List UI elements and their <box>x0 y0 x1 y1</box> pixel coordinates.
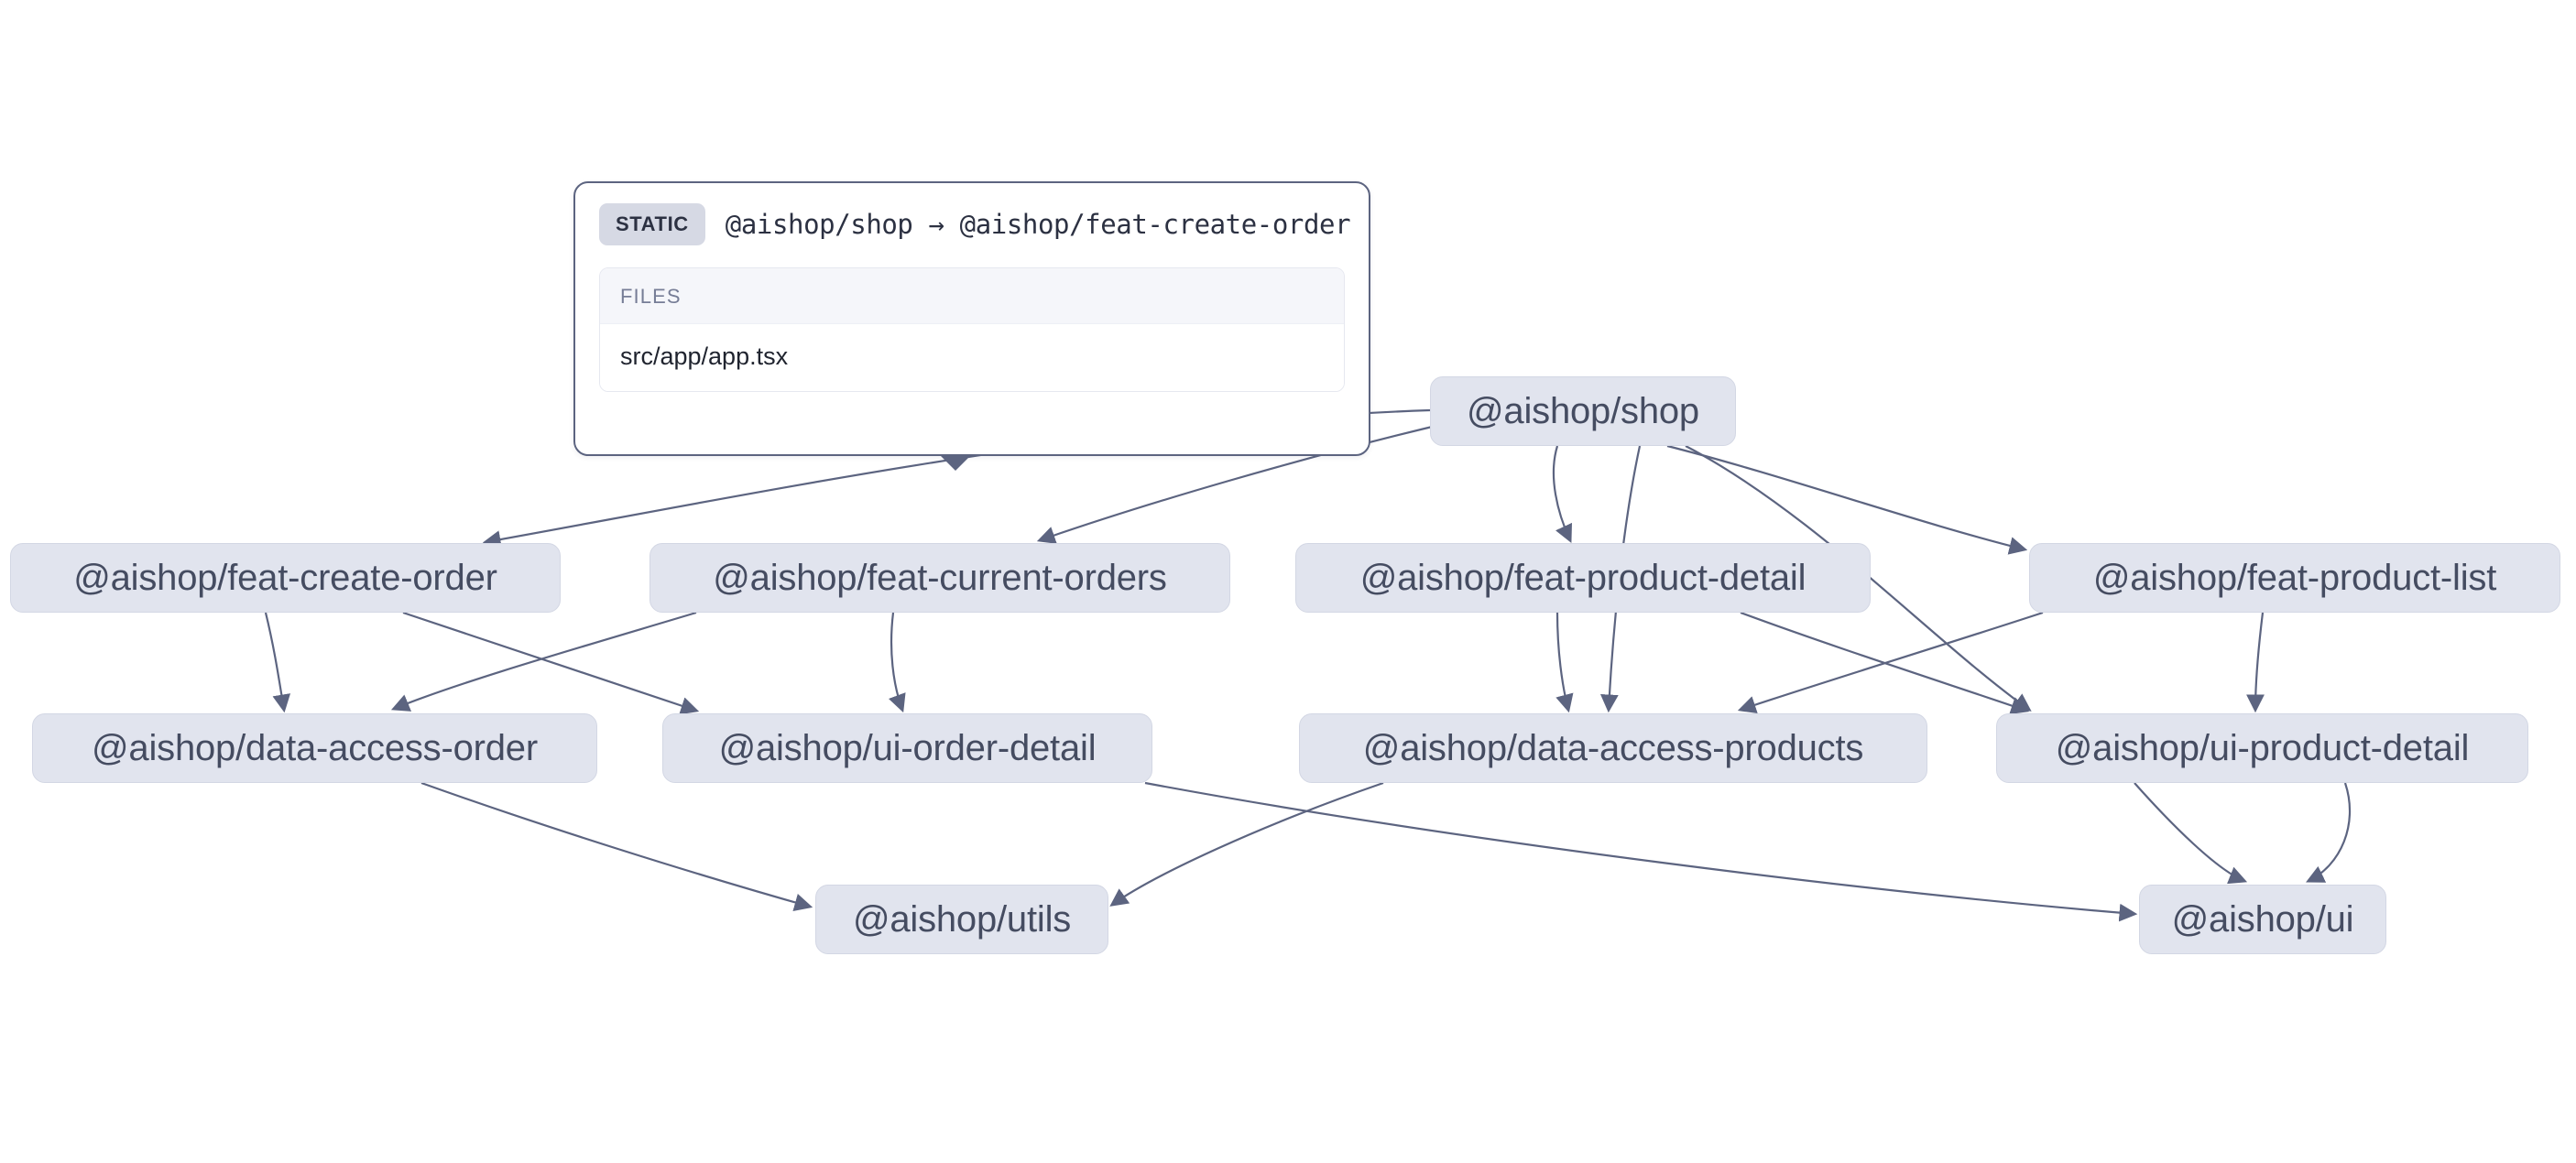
graph-node-label: @aishop/utils <box>852 898 1072 940</box>
graph-node-label: @aishop/feat-product-detail <box>1359 557 1806 598</box>
graph-node-data-access-order[interactable]: @aishop/data-access-order <box>32 713 597 783</box>
graph-node-label: @aishop/data-access-products <box>1362 727 1864 768</box>
files-panel: FILES src/app/app.tsx <box>599 267 1345 392</box>
file-row[interactable]: src/app/app.tsx <box>600 324 1344 391</box>
edge-type-badge: STATIC <box>599 203 705 245</box>
graph-node-label: @aishop/feat-product-list <box>2092 557 2497 598</box>
graph-edge-feat-product-list-to-ui-product-detail[interactable] <box>2246 612 2265 713</box>
tooltip-pointer-icon <box>939 454 972 471</box>
graph-node-ui-product-detail[interactable]: @aishop/ui-product-detail <box>1996 713 2528 783</box>
graph-node-label: @aishop/ui-order-detail <box>718 727 1097 768</box>
files-panel-header: FILES <box>600 268 1344 324</box>
graph-edge-feat-create-order-to-data-access-order[interactable] <box>264 612 291 713</box>
graph-node-feat-create-order[interactable]: @aishop/feat-create-order <box>10 543 561 613</box>
graph-node-label: @aishop/feat-create-order <box>73 557 497 598</box>
graph-node-label: @aishop/ui <box>2171 898 2354 940</box>
graph-edge-feat-create-order-to-ui-order-detail[interactable] <box>402 611 700 715</box>
graph-edge-ui-order-detail-to-ui[interactable] <box>1144 781 2138 922</box>
edge-title: @aishop/shop → @aishop/feat-create-order <box>725 209 1351 240</box>
graph-edge-ui-product-detail-to-ui[interactable] <box>2134 782 2248 885</box>
graph-edge-feat-product-list-to-data-access-products[interactable] <box>1737 611 2044 714</box>
files-list: src/app/app.tsx <box>600 324 1344 391</box>
graph-node-label: @aishop/ui-product-detail <box>2055 727 2470 768</box>
graph-node-label: @aishop/data-access-order <box>92 727 538 768</box>
tooltip-header: STATIC @aishop/shop → @aishop/feat-creat… <box>599 203 1351 245</box>
edge-detail-tooltip[interactable]: STATIC @aishop/shop → @aishop/feat-creat… <box>573 181 1370 456</box>
graph-node-feat-current-orders[interactable]: @aishop/feat-current-orders <box>649 543 1230 613</box>
graph-node-data-access-products[interactable]: @aishop/data-access-products <box>1299 713 1927 783</box>
graph-edge-shop-to-feat-product-list[interactable] <box>1666 444 2028 555</box>
graph-node-utils[interactable]: @aishop/utils <box>815 885 1108 954</box>
graph-node-feat-product-list[interactable]: @aishop/feat-product-list <box>2029 543 2560 613</box>
graph-edge-feat-current-orders-to-data-access-order[interactable] <box>390 611 697 712</box>
graph-edge-data-access-order-to-utils[interactable] <box>420 781 813 912</box>
graph-node-label: @aishop/shop <box>1467 390 1699 431</box>
graph-node-shop[interactable]: @aishop/shop <box>1430 376 1736 446</box>
graph-edge-data-access-products-to-utils[interactable] <box>1109 781 1384 907</box>
graph-node-feat-product-detail[interactable]: @aishop/feat-product-detail <box>1295 543 1871 613</box>
graph-edge-shop-to-feat-product-detail[interactable] <box>1552 445 1572 543</box>
graph-edge-feat-product-detail-to-data-access-products[interactable] <box>1555 612 1574 713</box>
graph-edge-ui-product-detail-to-ui[interactable] <box>2306 782 2352 883</box>
graph-edge-feat-product-detail-to-ui-product-detail[interactable] <box>1740 611 2030 715</box>
graph-node-ui[interactable]: @aishop/ui <box>2139 885 2386 954</box>
graph-node-ui-order-detail[interactable]: @aishop/ui-order-detail <box>662 713 1152 783</box>
graph-node-label: @aishop/feat-current-orders <box>713 557 1167 598</box>
graph-edge-feat-current-orders-to-ui-order-detail[interactable] <box>888 612 906 713</box>
